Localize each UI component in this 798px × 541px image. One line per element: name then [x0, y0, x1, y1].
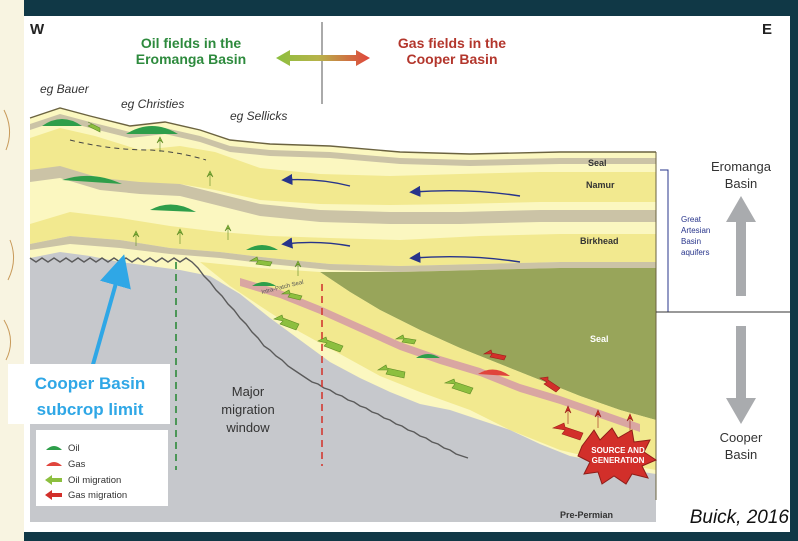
aquifer-flow-arrow — [409, 185, 521, 198]
legend-oil-migration-swatch — [45, 475, 62, 485]
subcrop-limit-pointer — [90, 254, 131, 369]
structure-dashed-line — [69, 139, 207, 161]
source-generation-burst — [577, 427, 658, 485]
legend-oil-migration-label: Oil migration — [68, 475, 121, 486]
gas-fields-heading-line2: Cooper Basin — [406, 51, 497, 67]
well-label-christies: eg Christies — [121, 97, 184, 111]
oil-accumulation-lower — [62, 175, 122, 184]
oil-migration-arrow — [248, 256, 273, 267]
migration-window-line3: window — [225, 420, 270, 435]
gas-migration-arrow — [626, 413, 634, 432]
gas-migration-arrow — [594, 409, 602, 428]
layer-label-seal-top: Seal — [588, 158, 607, 168]
oil-fields-heading-line2: Eromanga Basin — [136, 51, 246, 67]
gas-fields-heading-line1: Gas fields in the — [398, 35, 506, 51]
source-label-line2: GENERATION — [592, 456, 645, 465]
aquifer-flow-arrow — [409, 251, 521, 264]
cooper-basin-label-line1: Cooper — [720, 430, 763, 445]
oil-migration-arrow — [206, 170, 214, 186]
oil-migration-arrow — [280, 289, 303, 301]
legend-gas-migration-swatch — [45, 490, 62, 500]
upper-seal-band — [30, 114, 656, 166]
well-label-bauer: eg Bauer — [40, 82, 90, 96]
oil-migration-arrow — [394, 334, 417, 345]
legend-gas-label: Gas — [68, 459, 86, 470]
legend-gas-migration-label: Gas migration — [68, 490, 127, 501]
layer-label-birkhead: Birkhead — [580, 236, 619, 246]
gas-migration-arrows — [482, 349, 634, 441]
citation: Buick, 2016 — [690, 507, 790, 528]
oil-accumulation-mid — [150, 204, 196, 212]
layer-label-namur: Namur — [586, 180, 615, 190]
aquifer-flow-arrow — [281, 237, 351, 249]
oil-accumulation-cooper — [252, 282, 276, 286]
namur-seal-band — [30, 166, 656, 224]
oil-migration-arrow — [156, 136, 164, 152]
migration-window-line1: Major — [232, 384, 265, 399]
aquifer-flow-arrow — [281, 173, 351, 187]
birkhead-band — [30, 212, 656, 266]
well-label-sellicks: eg Sellicks — [230, 109, 287, 123]
source-label-line1: SOURCE AND — [591, 446, 645, 455]
oil-migration-arrow — [132, 230, 140, 246]
gas-migration-arrow — [551, 422, 584, 441]
top-surface-line — [29, 107, 656, 155]
legend-gas-swatch — [46, 462, 62, 466]
cooper-basin-label-line2: Basin — [725, 447, 758, 462]
gab-label-line1: Great — [681, 215, 702, 224]
intra-patch-seal — [240, 278, 640, 432]
oil-migration-arrow — [376, 364, 406, 379]
left-strip-sketch — [3, 109, 14, 361]
gas-migration-arrow — [564, 405, 572, 424]
gab-label-line2: Artesian — [681, 226, 710, 235]
oil-migration-arrow — [176, 228, 184, 244]
layer-label-seal-lower: Seal — [590, 334, 609, 344]
layer-label-pre-permian: Pre-Permian — [560, 510, 613, 520]
gas-accumulation — [478, 369, 510, 376]
oil-migration-arrow — [224, 224, 232, 240]
oil-migration-arrow — [443, 378, 474, 395]
oil-fields-heading-line1: Oil fields in the — [141, 35, 242, 51]
subcrop-callout-box — [8, 364, 170, 424]
birkhead-seal-line — [30, 236, 656, 272]
gas-migration-arrow — [539, 376, 561, 393]
gas-migration-arrow — [482, 349, 507, 361]
cooper-seal-layer — [320, 268, 656, 420]
pre-permian-basement — [30, 252, 656, 522]
oil-migration-arrow — [87, 121, 101, 133]
cooper-reservoir-wedge — [200, 262, 656, 470]
legend-oil-swatch — [46, 446, 62, 450]
eromanga-basin-label-line1: Eromanga — [711, 159, 772, 174]
oil-gas-direction-arrow — [276, 50, 370, 66]
subcrop-callout-line1: Cooper Basin — [35, 374, 146, 393]
oil-accumulation-sellicks — [246, 245, 278, 250]
eromanga-up-arrow — [726, 196, 756, 296]
eromanga-basin-label-line2: Basin — [725, 176, 758, 191]
oil-migration-arrow — [273, 314, 300, 331]
legend-oil-label: Oil — [68, 443, 80, 454]
oil-migration-arrows — [87, 121, 474, 395]
migration-window-line2: migration — [221, 402, 274, 417]
oil-accumulation-bauer — [42, 119, 82, 126]
gab-label-line3: Basin — [681, 237, 701, 246]
west-label: W — [30, 21, 45, 38]
oil-migration-arrow — [294, 260, 302, 276]
oil-accumulation-christies — [126, 126, 178, 134]
gab-label-line4: aquifers — [681, 248, 709, 257]
subcrop-callout-line2: subcrop limit — [37, 400, 144, 419]
namur-aquifer-band — [30, 128, 656, 205]
oil-accumulation-deep — [416, 354, 440, 358]
cooper-down-arrow — [726, 326, 756, 424]
east-label: E — [762, 21, 772, 38]
